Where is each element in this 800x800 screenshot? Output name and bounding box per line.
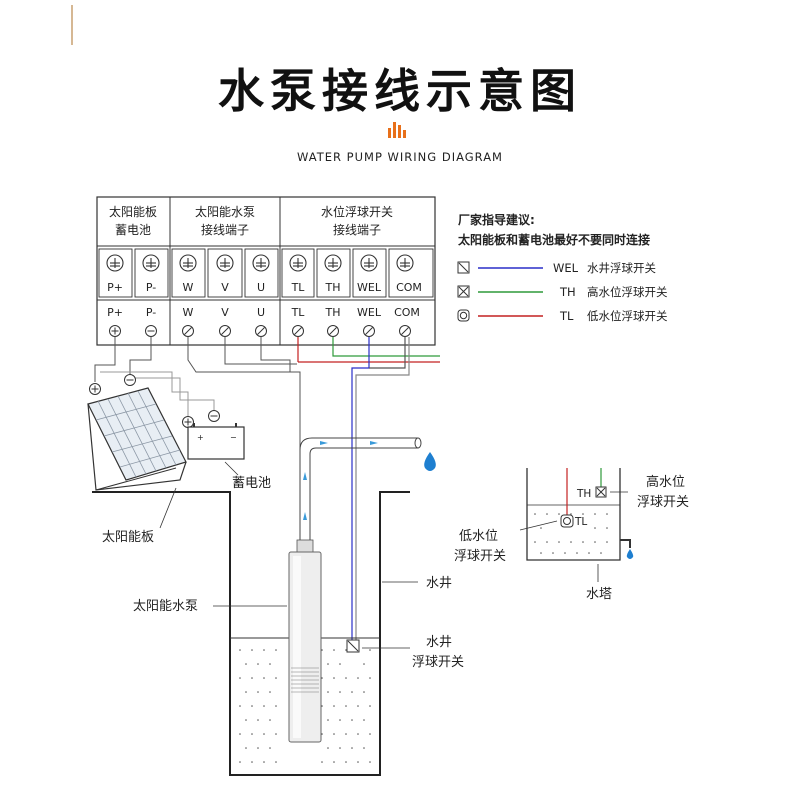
tower-label: 水塔 (586, 587, 612, 602)
header-pump-line1: 太阳能水泵 (195, 204, 255, 219)
terminal-label-v: V (221, 281, 229, 294)
header-pump-line2: 接线端子 (201, 222, 249, 237)
legend-th: TH 高水位浮球开关 (457, 285, 668, 299)
header-solar-battery-line2: 蓄电池 (115, 223, 151, 237)
low-float-switch-icon (457, 309, 470, 322)
svg-text:+: + (197, 433, 204, 442)
high-float-switch-icon (457, 285, 470, 298)
low-level-label-line1: 低水位 (459, 529, 498, 544)
legend-tl-code: TL (559, 309, 574, 323)
outlet-pipe (299, 437, 422, 540)
legend-wel-code: WEL (553, 261, 579, 275)
power-wires (94, 337, 301, 540)
terminal-label-th-lower: TH (325, 306, 341, 319)
submersible-pump-icon (288, 539, 322, 743)
battery-icon: + − (187, 423, 245, 460)
terminal-label-p-plus: P+ (107, 281, 123, 294)
ground-line (92, 491, 410, 776)
terminal-symbols (109, 325, 411, 337)
legend-wel-label: 水井浮球开关 (587, 261, 656, 275)
terminal-box (96, 196, 436, 346)
terminal-label-com-lower: COM (394, 306, 420, 319)
battery-terminal-symbols (89, 374, 220, 428)
terminal-label-w-lower: W (183, 306, 194, 319)
terminal-label-wel-lower: WEL (357, 306, 382, 319)
terminal-label-p-plus-lower: P+ (107, 306, 123, 319)
high-level-label-line2: 浮球开关 (637, 495, 689, 510)
well-float-label-line1: 水井 (426, 635, 452, 650)
solar-panel-label: 太阳能板 (102, 530, 154, 545)
solar-pump-label: 太阳能水泵 (133, 599, 198, 614)
page-title: 水泵接线示意图 (218, 64, 582, 118)
low-level-label-line2: 浮球开关 (454, 549, 506, 564)
battery-label: 蓄电池 (232, 476, 271, 491)
svg-text:−: − (230, 433, 237, 442)
well-label: 水井 (426, 576, 452, 591)
float-wires (297, 337, 440, 640)
well-float-switch (346, 639, 360, 653)
screw-icons (106, 254, 414, 272)
terminal-label-com: COM (396, 281, 422, 294)
well-float-label-line2: 浮球开关 (412, 655, 464, 670)
bar-chart-icon (388, 122, 406, 138)
note-text: 太阳能板和蓄电池最好不要同时连接 (458, 232, 650, 247)
legend-th-code: TH (559, 285, 576, 299)
page-subtitle: WATER PUMP WIRING DIAGRAM (297, 150, 503, 164)
terminal-label-th: TH (325, 281, 341, 294)
high-level-label-line1: 高水位 (646, 474, 685, 490)
terminal-label-wel: WEL (357, 281, 382, 294)
water-tower (526, 468, 631, 561)
terminal-label-w: W (183, 281, 194, 294)
terminal-label-p-minus-lower: P- (146, 306, 156, 319)
header-float-line1: 水位浮球开关 (321, 204, 393, 219)
terminal-label-p-minus: P- (146, 281, 156, 294)
legend-th-label: 高水位浮球开关 (587, 285, 668, 299)
water-drop-icon (424, 452, 436, 471)
note-heading: 厂家指导建议: (458, 212, 535, 227)
tower-th-label: TH (576, 488, 591, 500)
header-float-line2: 接线端子 (333, 222, 381, 237)
solar-panel-icon (87, 387, 187, 491)
legend-tl: TL 低水位浮球开关 (457, 309, 668, 323)
terminal-label-v-lower: V (221, 306, 229, 319)
terminal-label-u-lower: U (257, 306, 265, 319)
header-solar-battery-line1: 太阳能板 (109, 204, 157, 219)
legend-wel: WEL 水井浮球开关 (457, 261, 656, 275)
terminal-label-tl: TL (291, 281, 306, 294)
legend-tl-label: 低水位浮球开关 (587, 309, 668, 323)
terminal-label-u: U (257, 281, 265, 294)
terminal-label-tl-lower: TL (291, 306, 306, 319)
tower-tl-label: TL (574, 516, 587, 528)
tower-water-drop-icon (626, 549, 634, 559)
well-float-switch-icon (457, 261, 470, 274)
